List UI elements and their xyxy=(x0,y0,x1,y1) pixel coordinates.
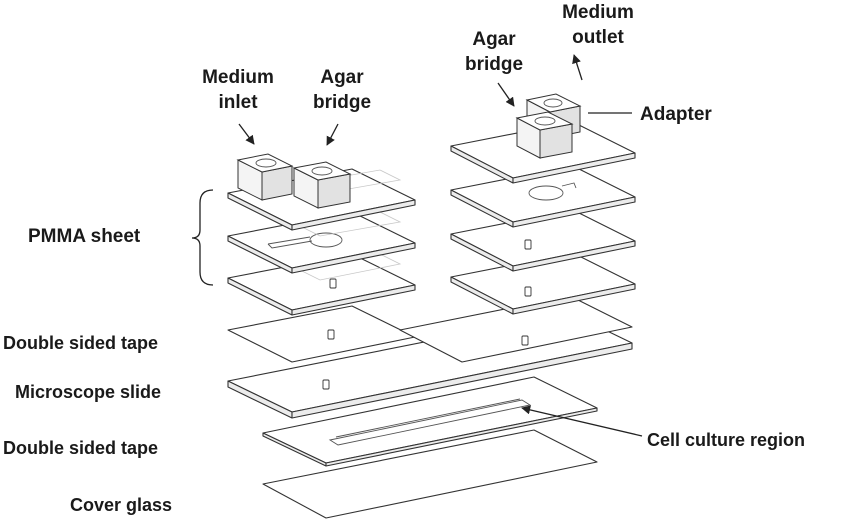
medium-inlet-arrow xyxy=(238,123,255,145)
right-pmma-sheet-1 xyxy=(450,165,636,228)
adapter-label: Adapter xyxy=(640,104,712,125)
cover-glass-label: Cover glass xyxy=(70,495,172,515)
medium-outlet-label-line2: outlet xyxy=(572,27,624,48)
medium-inlet-label-line1: Medium xyxy=(202,67,274,88)
left-pmma-sheet-2 xyxy=(227,211,416,274)
slide-port-left xyxy=(322,379,330,390)
microscope-slide-label: Microscope slide xyxy=(15,382,161,402)
medium-outlet-arrow xyxy=(572,54,583,81)
right-agar-bridge-arrow xyxy=(497,82,515,107)
medium-outlet-label-line1: Medium xyxy=(562,2,634,23)
cover-glass-layer xyxy=(262,429,598,519)
right-pmma-sheet-3 xyxy=(450,252,636,315)
right-agar-bridge-cube xyxy=(515,111,574,159)
bottom-tape-layer xyxy=(262,376,598,467)
cell-culture-region-label: Cell culture region xyxy=(647,430,805,450)
left-agar-bridge-cube xyxy=(292,161,352,209)
medium-inlet-label-line2: inlet xyxy=(218,92,258,113)
cell-culture-channel xyxy=(328,399,532,446)
pmma-sheet-label: PMMA sheet xyxy=(28,226,141,247)
left-agar-bridge-arrow xyxy=(326,123,339,146)
pmma-brace xyxy=(191,189,214,286)
left-agar-bridge-label-line2: bridge xyxy=(313,92,371,113)
double-sided-tape-bottom-label: Double sided tape xyxy=(3,438,158,458)
double-sided-tape-top-label: Double sided tape xyxy=(3,333,158,353)
right-agar-bridge-label-line2: bridge xyxy=(465,54,523,75)
left-pmma-sheet-3 xyxy=(227,253,416,316)
slide-port-right xyxy=(521,335,529,346)
cell-culture-arrow xyxy=(521,405,643,437)
medium-inlet-cube xyxy=(236,153,294,201)
right-agar-bridge-label-line1: Agar xyxy=(472,29,516,50)
left-agar-bridge-label-line1: Agar xyxy=(320,67,364,88)
